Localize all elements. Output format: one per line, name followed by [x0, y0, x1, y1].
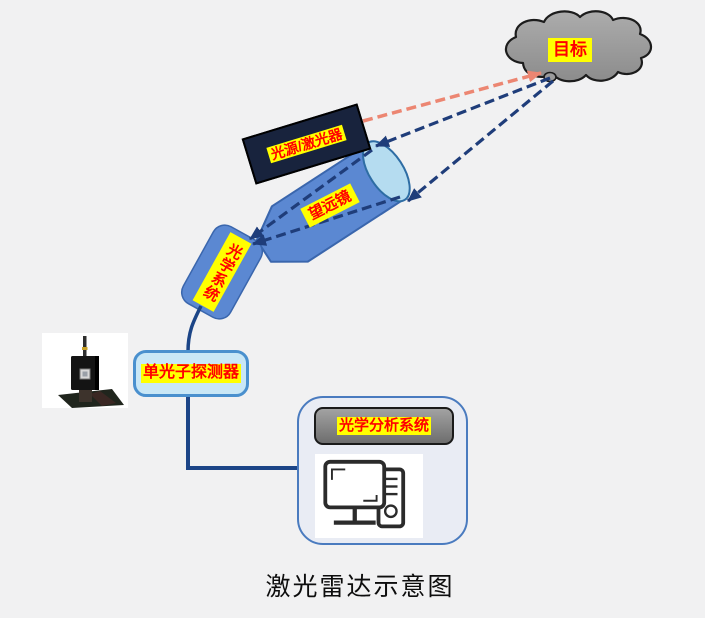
target-label: 目标: [548, 38, 592, 62]
computer-icon-panel: [315, 454, 423, 538]
analysis-header: 光学分析系统: [314, 407, 454, 445]
beam-telescope-to-optics-upper: [249, 148, 373, 241]
detector-label: 单光子探测器: [140, 364, 241, 383]
diagram-caption: 激光雷达示意图: [265, 573, 455, 601]
detector-device-image: [42, 333, 128, 408]
beam-target-to-telescope-top: [375, 76, 551, 148]
beam-laser-to-target: [362, 70, 542, 123]
beam-telescope-to-optics-lower: [252, 195, 401, 246]
analysis-system-box: 光学分析系统: [297, 396, 468, 545]
analysis-label: 光学分析系统: [336, 417, 431, 435]
beam-target-to-telescope-bottom: [406, 79, 555, 203]
connector-optics-to-detector: [186, 305, 203, 353]
detector-photo: [42, 333, 128, 408]
laser-label: 光源/激光器: [265, 124, 348, 164]
computer-icon: [323, 459, 406, 529]
detector-box: 单光子探测器: [133, 350, 249, 397]
